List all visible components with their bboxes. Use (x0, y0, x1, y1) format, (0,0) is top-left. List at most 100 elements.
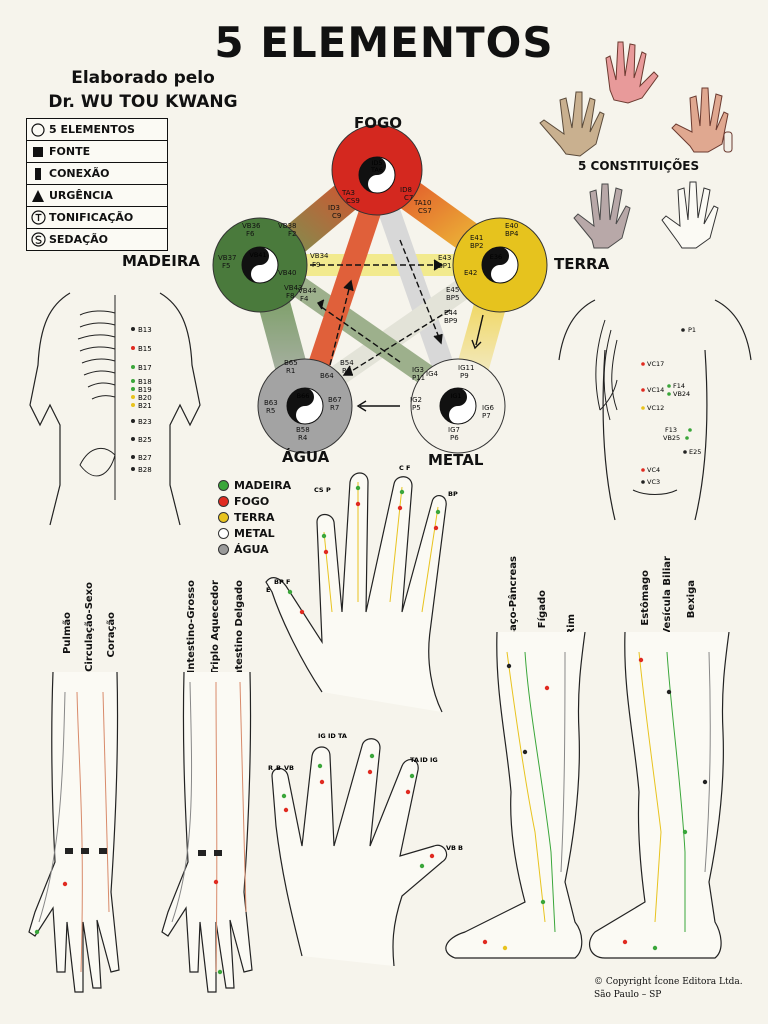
chest-point: VC12 (647, 404, 664, 412)
label-metal: METAL (428, 451, 484, 469)
conn-label: VB40 (278, 269, 297, 277)
conn-label: VB43 (284, 284, 303, 292)
finger-label: TA (410, 756, 419, 764)
color-legend: MADEIRA FOGO TERRA METAL ÁGUA (218, 477, 291, 557)
chest-point: VB24 (673, 390, 690, 398)
conn-label: CS9 (346, 197, 360, 205)
triangle-icon (27, 189, 49, 203)
inner-leg-meridians (506, 651, 566, 933)
conn-label: VB44 (298, 287, 317, 295)
conn-label: IG4 (426, 370, 438, 378)
conn-label: F8 (286, 292, 294, 300)
point-label: C8 (373, 176, 382, 184)
color-legend-label: ÁGUA (234, 542, 269, 556)
color-legend-metal: METAL (218, 525, 291, 541)
author-credit: Elaborado pelo Dr. WU TOU KWANG (18, 66, 268, 114)
conn-label: VB34 (310, 252, 329, 260)
conn-label: BP2 (470, 242, 483, 250)
conn-label: R7 (330, 404, 339, 412)
back-point: B21 (138, 402, 152, 410)
meridian-label-estomago: Estômago (640, 570, 651, 626)
legend-row-elementos: 5 ELEMENTOS (27, 119, 167, 141)
back-point: B18 (138, 378, 152, 386)
legend-label: 5 ELEMENTOS (49, 123, 135, 136)
legend-row-tonificacao: TONIFICAÇÃO (27, 207, 167, 229)
legend-row-fonte: FONTE (27, 141, 167, 163)
color-legend-terra: TERRA (218, 509, 291, 525)
conn-label: E44 (444, 309, 458, 317)
conn-label: R1 (286, 367, 295, 375)
connection-labels: VB38 F2 VB36 F6 VB37 F5 VB40 VB43 F8 VB4… (218, 186, 519, 442)
point-label: E36 (490, 253, 502, 261)
finger-label: P (326, 486, 331, 494)
back-point: B23 (138, 418, 152, 426)
conn-label: P9 (460, 372, 469, 380)
circle-icon (27, 122, 49, 137)
meridian-label-circulacao-sexo: Circulação-Sexo (84, 582, 95, 672)
color-legend-madeira: MADEIRA (218, 477, 291, 493)
dot-icon (218, 511, 229, 523)
finger-label: CS (314, 486, 324, 494)
element-terra: E36 BP3 (452, 217, 548, 313)
meridian-label-triplo-aquecedor: Triplo Aquecedor (210, 580, 221, 676)
palm-finger-labels: CS P C F BP BP F E (266, 464, 458, 594)
color-legend-label: METAL (234, 526, 275, 540)
finger-label: BP (274, 578, 284, 586)
conn-label: C7 (404, 194, 413, 202)
finger-label: E (266, 586, 270, 594)
finger-label: VB (284, 764, 294, 772)
finger-label: B (458, 844, 463, 852)
point-label: CS8 (371, 183, 384, 191)
symbol-legend: 5 ELEMENTOS FONTE CONEXÃO URGÊNCIA TONIF… (26, 118, 168, 251)
finger-label: IG (430, 756, 438, 764)
meridian-label-intestino-grosso: Intestino-Grosso (186, 580, 197, 674)
outer-leg-points (622, 657, 708, 951)
chest-point: VC14 (647, 386, 664, 394)
element-agua: B66 R10 (257, 358, 353, 454)
constituicoes-label: 5 CONSTITUIÇÕES (578, 159, 700, 173)
chest-torso-illustration: P1 VC17 F14 VC14 VB24 VC12 F13 VB25 E25 … (558, 299, 752, 521)
conn-label: IG7 (448, 426, 460, 434)
inner-leg-illustration (445, 632, 586, 959)
back-hand-illustration: IG ID TA TA ID IG R B VB VB B (268, 732, 463, 966)
outer-arm-meridians (171, 681, 247, 973)
hand-brown-icon (539, 91, 605, 157)
conn-label: IG11 (458, 364, 474, 372)
conn-label: E45 (446, 286, 459, 294)
chest-point: VC4 (647, 466, 660, 474)
conn-label: F4 (300, 295, 309, 303)
finger-label: B (276, 764, 281, 772)
conn-label: E40 (505, 222, 518, 230)
finger-label: F (406, 464, 410, 472)
chest-point: P1 (688, 326, 696, 334)
conn-label: ID8 (400, 186, 412, 194)
hand-red-icon (605, 41, 659, 104)
back-point: B19 (138, 386, 152, 394)
conn-label: B64 (320, 372, 334, 380)
point-label: ID5 (371, 159, 382, 167)
conn-label: R5 (266, 407, 275, 415)
inner-leg-points (482, 663, 550, 951)
label-madeira: MADEIRA (122, 252, 200, 270)
dot-icon (218, 479, 229, 491)
point-label: VB41 (249, 251, 266, 259)
outer-leg-meridians (638, 651, 711, 932)
point-label: P8 (454, 410, 462, 418)
cycle-arrows (310, 239, 484, 412)
conn-label: ID3 (328, 204, 340, 212)
palm-points (287, 485, 441, 615)
outer-arm-illustration (161, 672, 253, 993)
square-icon (27, 145, 49, 159)
back-point: B17 (138, 364, 152, 372)
finger-label: C (399, 464, 404, 472)
point-label: B66 (297, 392, 310, 400)
meridian-label-bexiga: Bexiga (686, 580, 697, 619)
conn-label: F6 (246, 230, 255, 238)
conn-label: VB37 (218, 254, 237, 262)
ribcage-icon (595, 319, 618, 421)
inner-arm-illustration (28, 672, 120, 993)
back-hand-finger-labels: IG ID TA TA ID IG R B VB VB B (268, 732, 463, 852)
conn-label: R3 (342, 367, 351, 375)
conn-label: F5 (222, 262, 230, 270)
hand-gray-icon (573, 183, 631, 249)
